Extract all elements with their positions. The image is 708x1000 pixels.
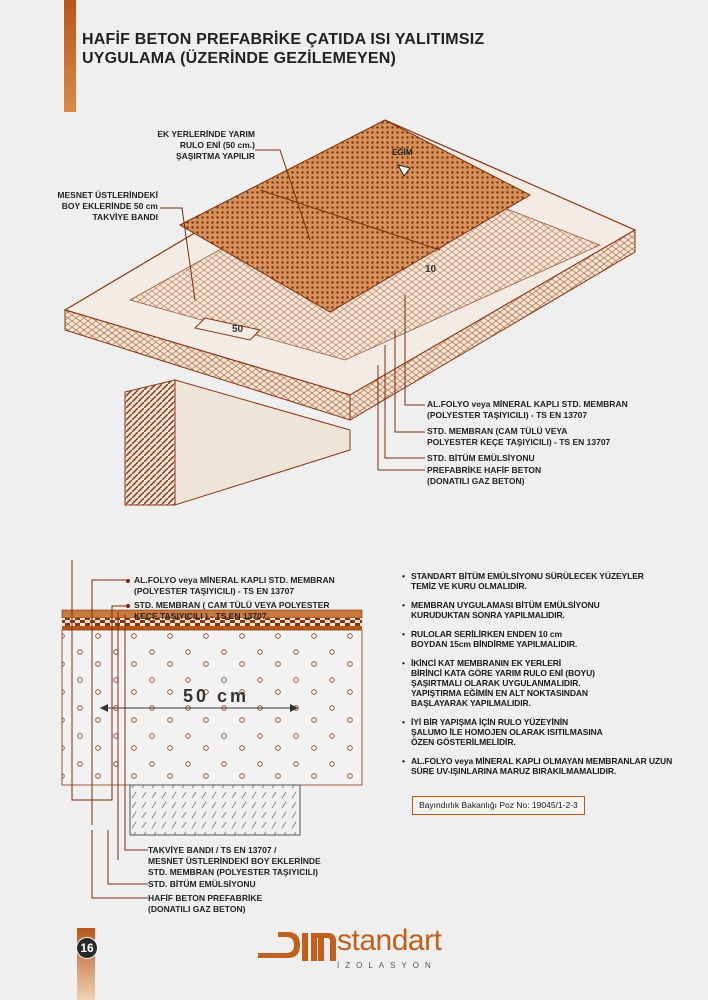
note-item: İKİNCİ KAT MEMBRANIN EK YERLERİ BİRİNCİ …	[402, 658, 708, 708]
callout-line: (POLYESTER TAŞIYICILI) - TS EN 13707	[427, 410, 588, 420]
title-line: UYGULAMA (ÜZERİNDE GEZİLEMEYEN)	[82, 50, 397, 67]
section-diagram: 50 cm	[61, 560, 363, 860]
callout-line: KEÇE TAŞIYICILI ) - TS EN 13707	[134, 611, 267, 621]
slope-arrow-icon	[397, 164, 411, 177]
isometric-roof-diagram: 50 10 EĞİM	[63, 119, 637, 506]
dimension-50cm: 50 cm	[183, 686, 249, 706]
callout-line: STD. BİTÜM EMÜLSİYONU	[427, 453, 535, 463]
callout-concrete: PREFABRİKE HAFİF BETON (DONATILI GAZ BET…	[427, 465, 541, 487]
callout-top-membrane: AL.FOLYO veya MİNERAL KAPLI STD. MEMBRAN…	[427, 399, 628, 421]
callout-line: EK YERLERİNDE YARIM	[157, 129, 255, 139]
callout-line: MESNET ÜSTLERİNDEKİ BOY EKLERİNDE	[148, 856, 321, 866]
callout-line: TAKVİYE BANDI / TS EN 13707 /	[148, 845, 277, 855]
brand-tagline: İZOLASYON	[337, 961, 437, 970]
callout-stagger: EK YERLERİNDE YARIM RULO ENİ (50 cm.) ŞA…	[120, 129, 255, 162]
callout-line: AL.FOLYO veya MİNERAL KAPLI STD. MEMBRAN	[134, 575, 335, 585]
callout-line: AL.FOLYO veya MİNERAL KAPLI STD. MEMBRAN	[427, 399, 628, 409]
section-callout-std-membrane: STD. MEMBRAN ( CAM TÜLÜ VEYA POLYESTER K…	[126, 600, 330, 622]
callout-line: (DONATILI GAZ BETON)	[148, 904, 246, 914]
callout-line: STD. MEMBRAN (POLYESTER TAŞIYICILI)	[148, 867, 319, 877]
callout-line: (POLYESTER TAŞIYICILI) - TS EN 13707	[134, 586, 295, 596]
title-line: HAFİF BETON PREFABRİKE ÇATIDA ISI YALITI…	[82, 31, 485, 48]
brand-name: standart	[337, 924, 442, 957]
note-item: RULOLAR SERİLİRKEN ENDEN 10 cm BOYDAN 15…	[402, 629, 708, 649]
callout-line: STD. MEMBRAN (CAM TÜLÜ VEYA	[427, 426, 568, 436]
callout-line: MESNET ÜSTLERİNDEKİ	[57, 190, 158, 200]
callout-line: STD. BİTÜM EMÜLSİYONU	[148, 879, 256, 889]
page-number: 16	[76, 937, 98, 959]
section-callout-emulsion: STD. BİTÜM EMÜLSİYONU	[148, 879, 256, 890]
section-leaders	[91, 830, 148, 899]
callout-line: BOY EKLERİNDE 50 cm	[61, 201, 158, 211]
note-item: MEMBRAN UYGULAMASI BİTÜM EMÜLSİYONU KURU…	[402, 600, 708, 620]
dimension-50: 50	[232, 324, 244, 335]
callout-line: RULO ENİ (50 cm.)	[179, 140, 255, 150]
callout-line: (DONATILI GAZ BETON)	[427, 476, 525, 486]
bullet-icon	[126, 578, 130, 583]
poz-number-box: Bayındırlık Bakanlığı Poz No: 19045/1-2-…	[412, 796, 585, 815]
callout-emulsion: STD. BİTÜM EMÜLSİYONU	[427, 453, 535, 464]
slope-label: EĞİM	[392, 148, 413, 157]
standart-logo-icon	[258, 932, 336, 961]
callout-std-membrane: STD. MEMBRAN (CAM TÜLÜ VEYA POLYESTER KE…	[427, 426, 610, 448]
section-callout-top-membrane: AL.FOLYO veya MİNERAL KAPLI STD. MEMBRAN…	[126, 575, 335, 597]
callout-line: PREFABRİKE HAFİF BETON	[427, 465, 542, 475]
section-callout-concrete: HAFİF BETON PREFABRİKE (DONATILI GAZ BET…	[148, 893, 262, 915]
note-item: STANDART BİTÜM EMÜLSİYONU SÜRÜLECEK YÜZE…	[402, 571, 708, 591]
section-callout-reinforcement: TAKVİYE BANDI / TS EN 13707 / MESNET ÜST…	[148, 845, 321, 878]
callout-line: STD. MEMBRAN ( CAM TÜLÜ VEYA POLYESTER	[134, 600, 330, 610]
page-title: HAFİF BETON PREFABRİKE ÇATIDA ISI YALITI…	[82, 30, 484, 68]
callout-line: TAKVİYE BANDI	[92, 212, 159, 222]
callout-line: POLYESTER KEÇE TAŞIYICILI) - TS EN 13707	[427, 437, 611, 447]
callout-line: ŞAŞIRTMA YAPILIR	[175, 151, 255, 161]
accent-bar	[64, 0, 76, 112]
bullet-icon	[126, 603, 130, 608]
note-item: AL.FOLYO veya MİNERAL KAPLI OLMAYAN MEMB…	[402, 756, 708, 776]
application-notes: STANDART BİTÜM EMÜLSİYONU SÜRÜLECEK YÜZE…	[402, 571, 708, 785]
dimension-10: 10	[425, 264, 437, 275]
callout-line: HAFİF BETON PREFABRİKE	[148, 893, 263, 903]
callout-reinforcement: MESNET ÜSTLERİNDEKİ BOY EKLERİNDE 50 cm …	[30, 190, 158, 223]
note-item: İYİ BİR YAPIŞMA İÇİN RULO YÜZEYİNİN ŞALU…	[402, 717, 708, 747]
